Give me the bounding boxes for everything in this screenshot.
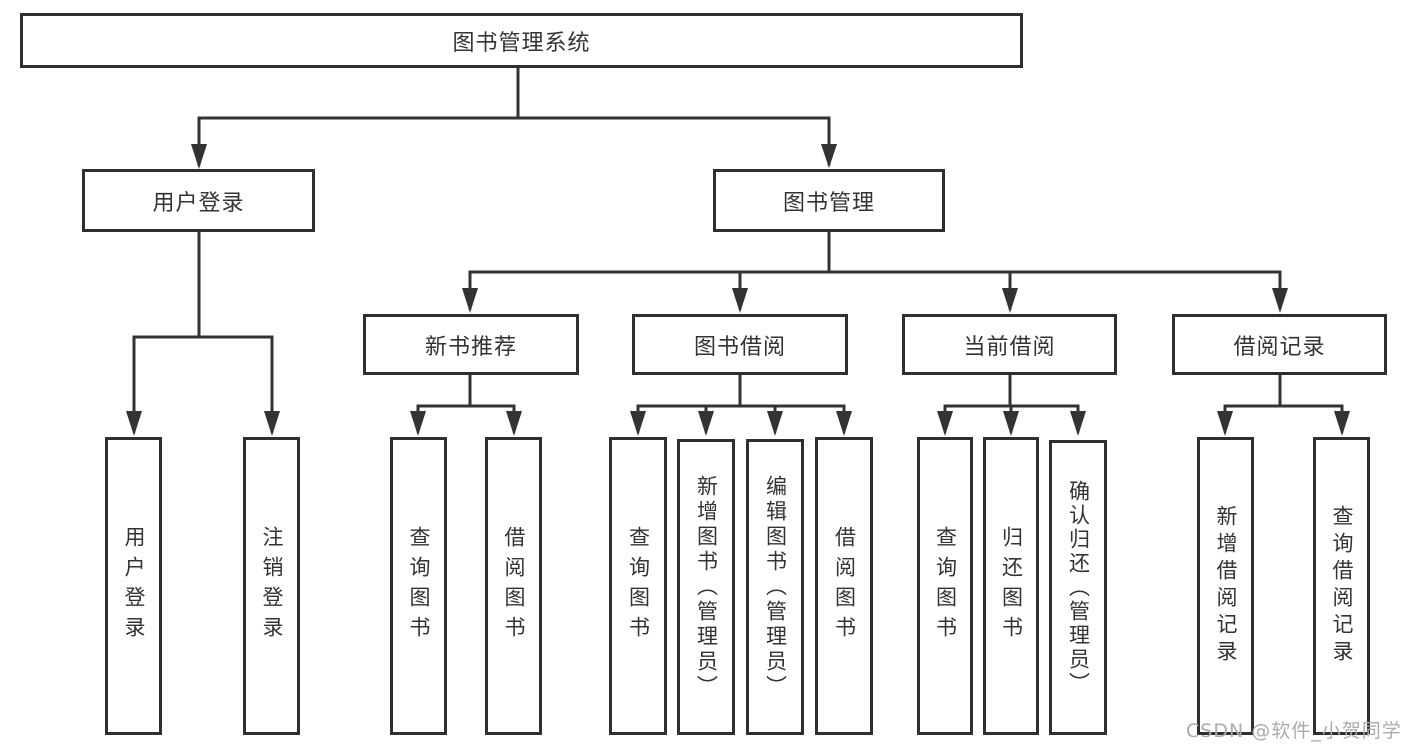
leaf-add-books-admin-label: 新增图书（管理员） [694,474,719,700]
leaf-confirm-return-admin-label: 确认归还（管理员） [1066,479,1091,696]
leaf-add-borrow-record: 新增借阅记录 [1197,437,1254,735]
leaf-add-books-admin: 新增图书（管理员） [677,439,735,735]
node-book-management-label: 图书管理 [782,190,875,216]
node-root: 图书管理系统 [20,13,1023,68]
node-new-book-recommend-label: 新书推荐 [424,334,517,360]
leaf-query-books-borrowing-label: 查询图书 [626,526,651,646]
leaf-borrow-books-recommend-label: 借阅图书 [502,526,526,646]
leaf-query-books-current: 查询图书 [917,437,973,735]
csdn-watermark: CSDN @软件_小贺同学 [1186,720,1402,742]
leaf-logout: 注销登录 [243,437,300,735]
node-user-login-label: 用户登录 [152,190,245,216]
node-current-borrowing-label: 当前借阅 [963,334,1056,360]
leaf-logout-label: 注销登录 [260,526,284,646]
leaf-query-books-recommend-label: 查询图书 [407,526,431,646]
leaf-confirm-return-admin: 确认归还（管理员） [1049,440,1107,735]
node-borrowing-records-label: 借阅记录 [1233,334,1326,360]
node-book-borrowing: 图书借阅 [632,314,848,375]
leaf-borrow-books-recommend: 借阅图书 [485,437,542,735]
leaf-query-books-current-label: 查询图书 [933,526,958,646]
leaf-borrow-books: 借阅图书 [815,437,873,735]
leaf-query-borrow-record-label: 查询借阅记录 [1330,505,1354,667]
node-book-management: 图书管理 [713,169,945,232]
node-root-label: 图书管理系统 [452,30,591,56]
leaf-query-books-recommend: 查询图书 [390,437,447,735]
arrowheads [126,144,1350,436]
node-borrowing-records: 借阅记录 [1172,314,1387,375]
leaf-edit-books-admin-label: 编辑图书（管理员） [763,474,788,700]
leaf-return-books: 归还图书 [983,437,1039,735]
node-user-login: 用户登录 [82,169,315,232]
leaf-query-borrow-record: 查询借阅记录 [1313,437,1370,735]
node-book-borrowing-label: 图书借阅 [693,334,786,360]
node-current-borrowing: 当前借阅 [902,314,1117,375]
leaf-add-borrow-record-label: 新增借阅记录 [1214,505,1238,667]
leaf-query-books-borrowing: 查询图书 [609,437,667,735]
leaf-user-login: 用户登录 [105,437,162,735]
leaf-return-books-label: 归还图书 [999,526,1024,646]
leaf-edit-books-admin: 编辑图书（管理员） [746,439,804,735]
leaf-borrow-books-label: 借阅图书 [832,526,857,646]
node-new-book-recommend: 新书推荐 [363,314,579,375]
leaf-user-login-label: 用户登录 [122,526,146,646]
